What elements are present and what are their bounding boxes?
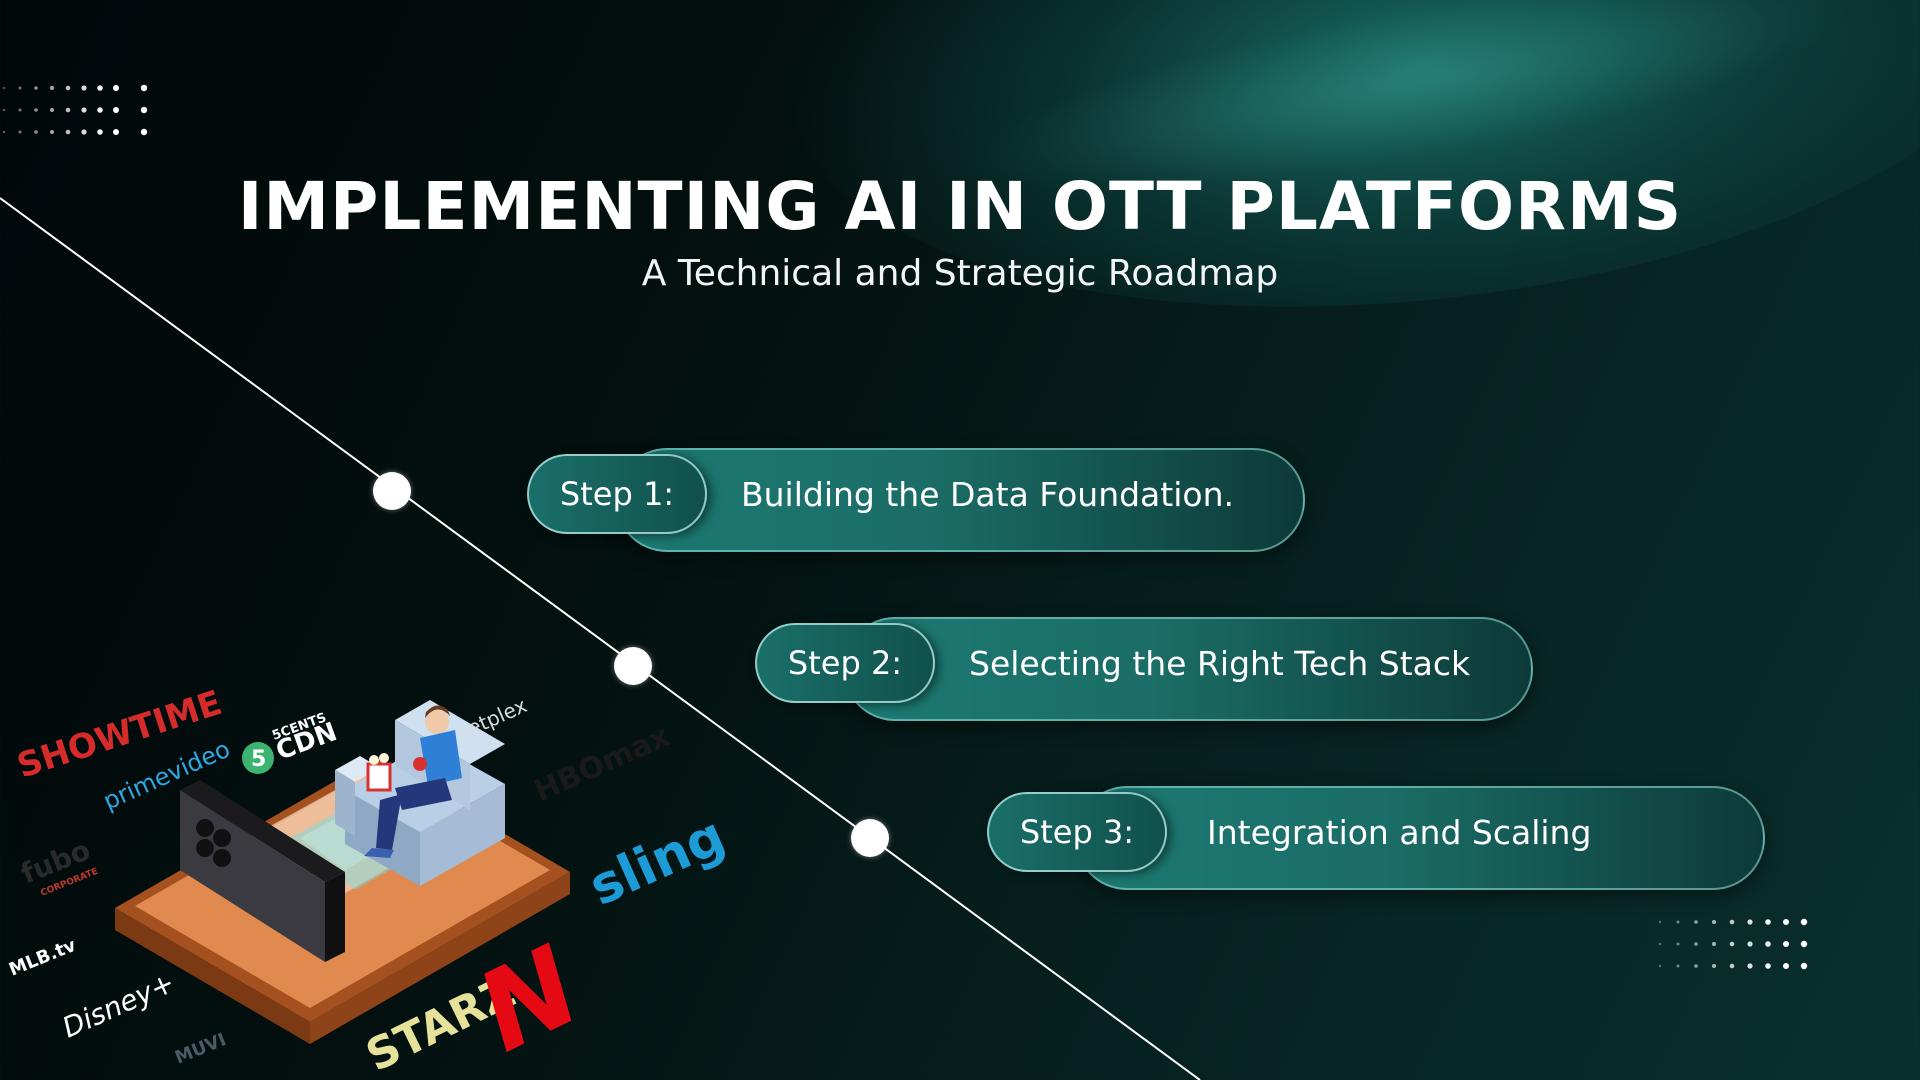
timeline-node-2 [614, 647, 652, 685]
step-2: Step 2: Selecting the Right Tech Stack [755, 617, 1533, 721]
hbomax-logo: HBOmax [529, 719, 675, 810]
step-1: Step 1: Building the Data Foundation. [527, 448, 1305, 552]
muvi-logo: MUVI [172, 1029, 229, 1068]
step-3-text: Integration and Scaling [1207, 812, 1592, 852]
page-subtitle: A Technical and Strategic Roadmap [641, 253, 1279, 294]
5cents-badge-icon [242, 742, 274, 774]
dot-grid-top-left [2, 84, 148, 136]
step-3-pill [1075, 786, 1765, 890]
page-title: IMPLEMENTING AI IN OTT PLATFORMS [237, 168, 1683, 245]
5cents-badge-text: 5 [251, 747, 266, 772]
step-1-text: Building the Data Foundation. [741, 474, 1234, 514]
timeline-node-3 [851, 819, 889, 857]
step-1-pill [615, 448, 1305, 552]
step-3: Step 3: Integration and Scaling [987, 786, 1765, 890]
step-3-chip: Step 3: [987, 792, 1167, 872]
step-2-text: Selecting the Right Tech Stack [969, 643, 1471, 683]
mlbtv-logo: MLB.tv [6, 935, 79, 981]
sling-logo: sling [581, 806, 734, 918]
step-2-pill [843, 617, 1533, 721]
person-watching [364, 705, 462, 858]
dot-grid-bottom-right [1658, 918, 1808, 970]
disney-plus-logo: Disney+ [57, 966, 179, 1045]
timeline-node-1 [373, 472, 411, 510]
phone-device [180, 780, 345, 962]
step-1-chip: Step 1: [527, 454, 707, 534]
step-2-chip: Step 2: [755, 623, 935, 703]
ott-illustration: SHOWTIME primevideo 5 5CENTS CDN setplex… [6, 683, 734, 1080]
